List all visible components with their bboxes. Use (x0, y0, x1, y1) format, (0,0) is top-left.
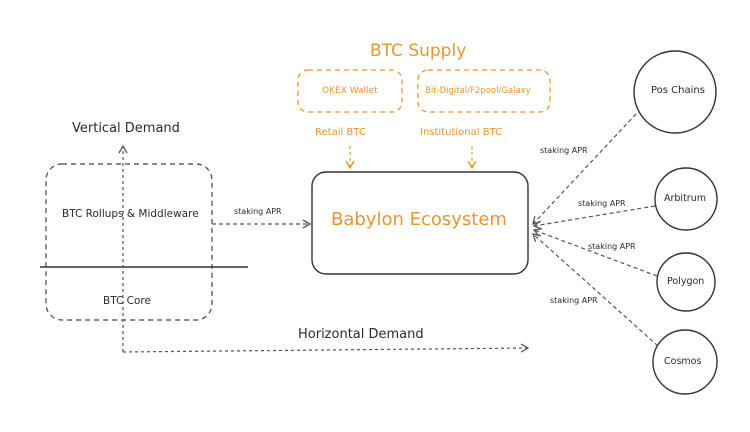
ecosystem-box (311, 171, 529, 275)
arbitrum-label: Arbitrum (664, 193, 706, 204)
btc-core-label: BTC Core (103, 295, 151, 307)
rollups-middleware-label: BTC Rollups & Middleware (62, 208, 199, 220)
babylon-ecosystem-label: Babylon Ecosystem (331, 209, 507, 230)
cosmos-label: Cosmos (664, 356, 702, 367)
arbitrum-arrow (532, 205, 656, 230)
polygon-label: Polygon (667, 276, 705, 287)
horizontal-demand-axis (122, 343, 530, 353)
polygon-arrow (532, 228, 658, 277)
btc-supply-title: BTC Supply (370, 41, 467, 61)
retail-btc-label: Retail BTC (315, 127, 366, 138)
cosmos-staking-label: staking APR (550, 296, 598, 305)
vertical-demand-label: Vertical Demand (72, 121, 180, 136)
institutional-btc-label: Institutional BTC (420, 127, 503, 138)
pos-chains-circle (633, 50, 717, 134)
polygon-staking-label: staking APR (588, 242, 636, 251)
pos-chains-label: Pos Chains (651, 85, 705, 96)
cosmos-circle (652, 329, 718, 395)
institution-box (417, 69, 551, 113)
arbitrum-staking-label: staking APR (578, 199, 626, 208)
okex-wallet-box (297, 69, 403, 113)
institution-label: Bit-Digital/F2pool/Galaxy (425, 86, 531, 96)
pos-chains-staking-label: staking APR (540, 146, 588, 155)
left-staking-label: staking APR (234, 207, 282, 216)
polygon-circle (656, 252, 716, 312)
btc-stack-box (45, 163, 213, 321)
arbitrum-circle (654, 167, 718, 231)
okex-wallet-label: OKEX Wallet (322, 86, 378, 96)
horizontal-demand-label: Horizontal Demand (298, 327, 424, 342)
